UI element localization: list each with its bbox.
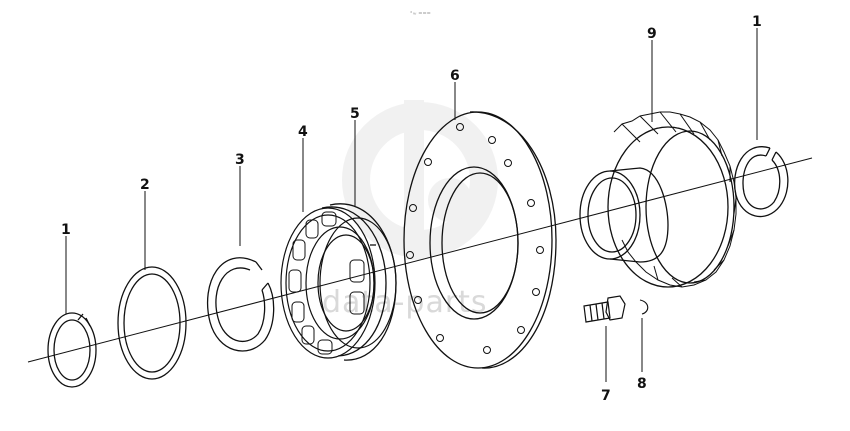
- shim-ring: [117, 266, 187, 380]
- callout-8: 8: [637, 376, 647, 392]
- watermark-logo: [342, 100, 498, 260]
- watermark-text: data-parts: [322, 285, 488, 320]
- flange-plate: [403, 111, 557, 369]
- hex-bolt: [583, 295, 626, 323]
- assembly-axis: [27, 157, 813, 363]
- callout-9: 9: [647, 26, 657, 42]
- gear-with-hub: [579, 111, 737, 288]
- retaining-ring-right: [734, 146, 789, 218]
- roller-bearing: [280, 207, 397, 359]
- top-mark: °≈ ===: [410, 11, 431, 17]
- callout-1-left: 1: [61, 222, 71, 238]
- callout-7: 7: [601, 388, 611, 404]
- callout-5: 5: [350, 106, 360, 122]
- bearing-cup: [321, 203, 397, 361]
- callout-4: 4: [298, 124, 308, 140]
- snap-ring: [206, 257, 275, 352]
- leader-lines: [65, 28, 758, 382]
- callout-3: 3: [235, 152, 245, 168]
- bearing-rollers: [288, 211, 365, 355]
- callout-6: 6: [450, 68, 460, 84]
- retaining-ring-left: [47, 312, 97, 388]
- lock-washer: [639, 299, 649, 315]
- callout-1-right: 1: [752, 14, 762, 30]
- flange-bolt-holes: [406, 123, 544, 354]
- callout-2: 2: [140, 177, 150, 193]
